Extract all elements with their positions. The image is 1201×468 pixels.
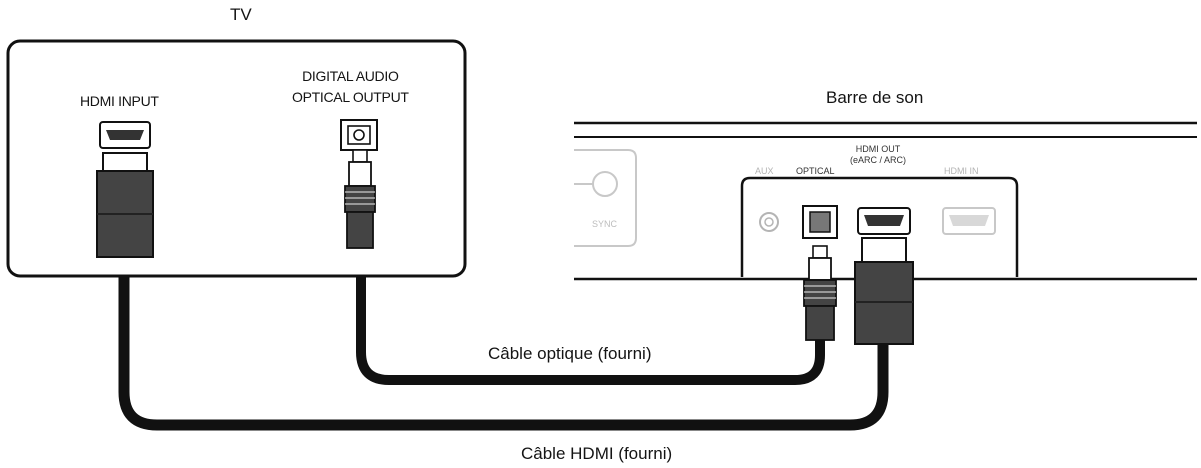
optical-output-label-line1: DIGITAL AUDIO: [302, 68, 399, 84]
hdmi-in-label: HDMI IN: [944, 166, 979, 176]
sync-button-icon: [574, 171, 618, 197]
hdmi-in-port-icon: [942, 207, 996, 235]
hdmi-out-port-icon: [857, 207, 911, 235]
hdmi-cable-label: Câble HDMI (fourni): [521, 444, 673, 463]
aux-label: AUX: [755, 166, 774, 176]
optical-plug-tv-icon: [344, 149, 376, 249]
optical-port-soundbar-icon: [802, 205, 838, 239]
soundbar-body: [574, 121, 1197, 281]
optical-label: OPTICAL: [796, 166, 835, 176]
soundbar-title: Barre de son: [826, 88, 924, 107]
hdmi-cable: [118, 249, 889, 431]
hdmi-out-label-line1: HDMI OUT: [855, 144, 901, 154]
sync-label: SYNC: [592, 219, 618, 229]
tv-title: TV: [230, 5, 252, 24]
optical-output-label-line2: OPTICAL OUTPUT: [292, 89, 409, 105]
hdmi-plug-tv-icon: [96, 152, 154, 258]
hdmi-input-port-icon: [99, 121, 151, 149]
optical-output-label: DIGITAL AUDIO OPTICAL OUTPUT: [292, 66, 409, 108]
optical-output-port-icon: [340, 119, 378, 151]
aux-port-icon: [759, 212, 779, 232]
optical-cable: [356, 239, 825, 385]
hdmi-plug-soundbar-icon: [854, 237, 914, 345]
hdmi-input-label: HDMI INPUT: [80, 93, 159, 109]
hdmi-out-label-line2: (eARC / ARC): [850, 155, 907, 165]
optical-cable-label: Câble optique (fourni): [488, 344, 652, 363]
optical-plug-soundbar-icon: [803, 245, 837, 341]
hdmi-out-label: HDMI OUT (eARC / ARC): [850, 144, 906, 166]
